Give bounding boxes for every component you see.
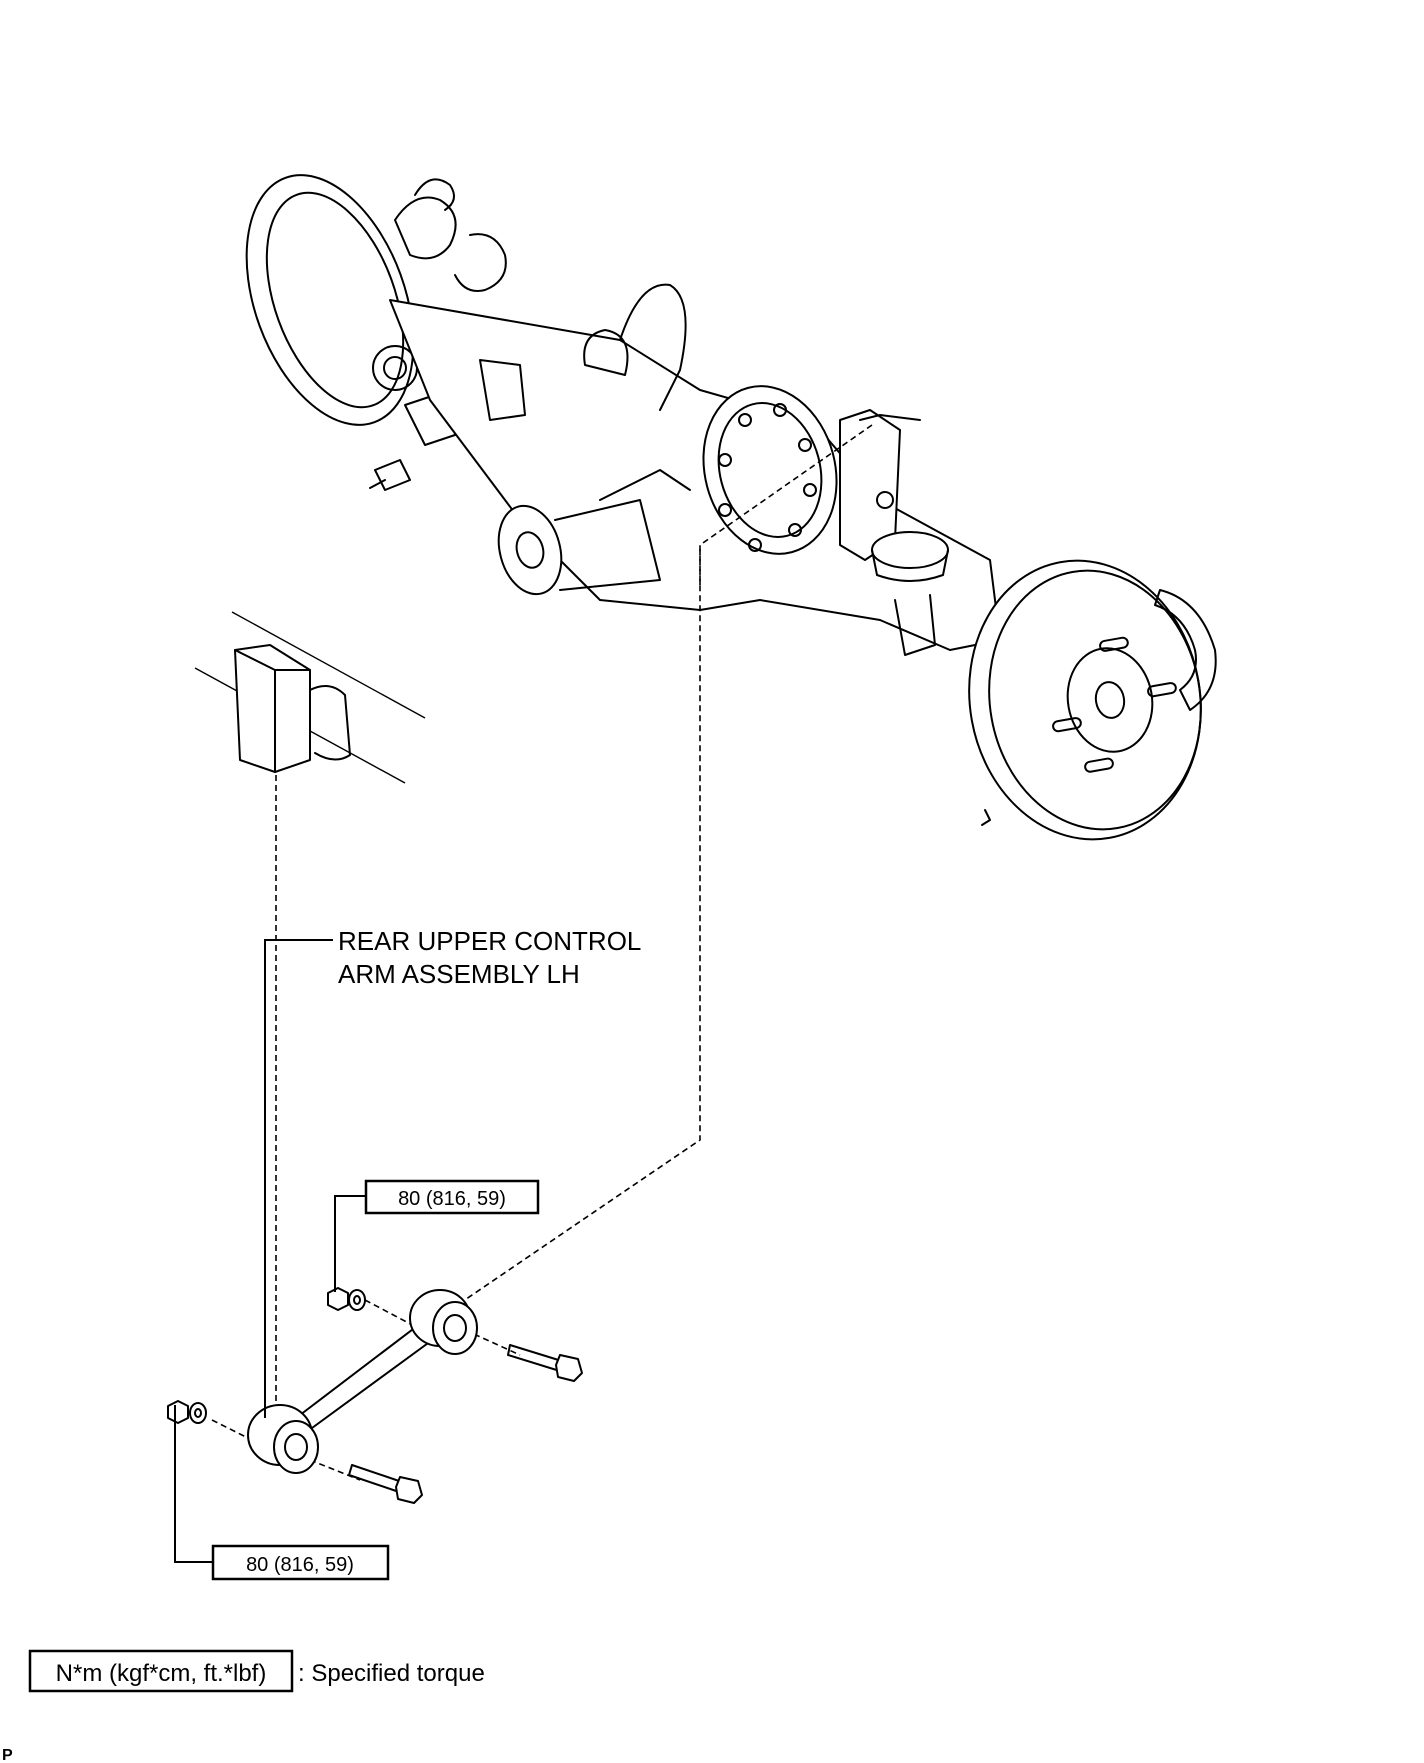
component-label-line2: ARM ASSEMBLY LH (338, 959, 580, 989)
rear-axle-assembly (245, 174, 1217, 841)
left-brake-backing-plate (245, 174, 507, 491)
upper-bolt (507, 1344, 583, 1382)
axle-housing (389, 283, 1001, 656)
torque-callout-upper: 80 (816, 59) (334, 1179, 540, 1292)
lower-nut (167, 1400, 189, 1424)
corner-mark: P (2, 1747, 13, 1763)
right-brake-disc (968, 559, 1217, 841)
legend-description: : Specified torque (298, 1660, 485, 1687)
frame-crossmember (194, 611, 426, 784)
rear-upper-control-arm (247, 1289, 478, 1474)
legend-unit-label: N*m (kgf*cm, ft.*lbf) (56, 1660, 267, 1687)
torque-value-upper: 80 (816, 59) (398, 1188, 506, 1210)
lower-bolt (348, 1464, 423, 1504)
component-label-line1: REAR UPPER CONTROL (338, 926, 641, 956)
torque-legend: N*m (kgf*cm, ft.*lbf) : Specified torque (28, 1649, 485, 1693)
torque-callout-lower: 80 (816, 59) (174, 1405, 390, 1581)
upper-washer (348, 1289, 366, 1311)
component-label-leader (264, 939, 333, 1418)
upper-nut (327, 1287, 349, 1311)
lower-washer (189, 1402, 207, 1424)
torque-value-lower: 80 (816, 59) (246, 1554, 354, 1576)
